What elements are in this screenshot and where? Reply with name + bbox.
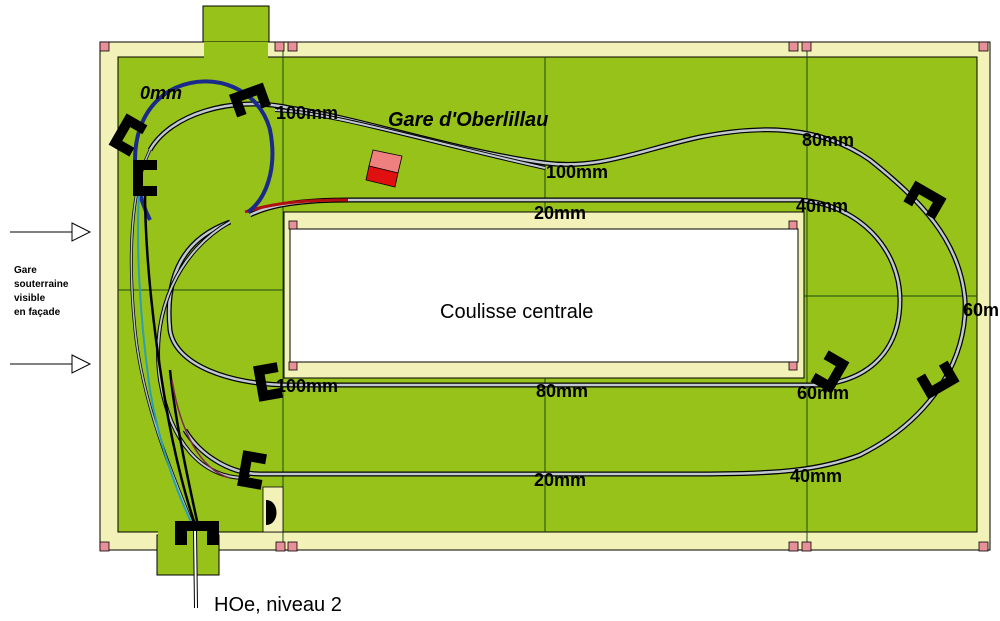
c-clamp-icon [903, 180, 947, 220]
c-clamp-icon [175, 521, 219, 545]
frame-posts [99, 41, 989, 552]
arrow-right-icon [10, 222, 92, 242]
level-label: HOe, niveau 2 [214, 594, 342, 616]
station-building [365, 149, 403, 188]
height-label-0mm: 0mm [140, 83, 183, 103]
c-clamp-icon [810, 350, 850, 394]
track-blue-loop [133, 79, 275, 221]
c-clamp-icon [253, 362, 283, 402]
height-label-20mm-a: 20mm [534, 203, 587, 223]
c-clamp-icons [108, 82, 960, 545]
module-grid [118, 42, 977, 550]
height-label-60mm-a: 60mm [963, 300, 1000, 320]
underground-note-line: visible [14, 293, 46, 304]
arrow-right-icon [10, 354, 92, 374]
c-clamp-icon [108, 113, 148, 157]
central-staging-label: Coulisse centrale [440, 301, 594, 323]
height-label-80mm-b: 80mm [536, 381, 589, 401]
height-label-40mm-b: 40mm [790, 466, 843, 486]
underground-note-line: souterraine [14, 279, 69, 290]
central-staging-opening [289, 228, 799, 363]
access-notch [262, 486, 284, 533]
c-clamp-icon [133, 160, 157, 196]
c-clamp-icon [237, 450, 267, 490]
track-network [129, 79, 968, 609]
height-label-20mm-b: 20mm [534, 470, 587, 490]
height-label-100mm-b: 100mm [546, 162, 609, 182]
height-label-60mm-b: 60mm [797, 383, 850, 403]
track-red-ramp [244, 198, 349, 214]
c-clamp-icon [228, 82, 272, 118]
underground-note-line: en façade [14, 307, 61, 318]
height-label-100mm-a: 100mm [276, 103, 339, 123]
underground-note-line: Gare [14, 265, 37, 276]
height-label-40mm-a: 40mm [796, 196, 849, 216]
frame-top-extension [202, 5, 270, 47]
underground-station-note: Gare souterraine visible en façade [14, 264, 94, 320]
station-name: Gare d'Oberlillau [388, 109, 549, 131]
board-bottom-fill [158, 530, 218, 552]
c-clamp-icon [916, 360, 960, 400]
height-label-100mm-c: 100mm [276, 376, 339, 396]
height-label-80mm-a: 80mm [802, 130, 855, 150]
board-top-fill [204, 42, 268, 58]
